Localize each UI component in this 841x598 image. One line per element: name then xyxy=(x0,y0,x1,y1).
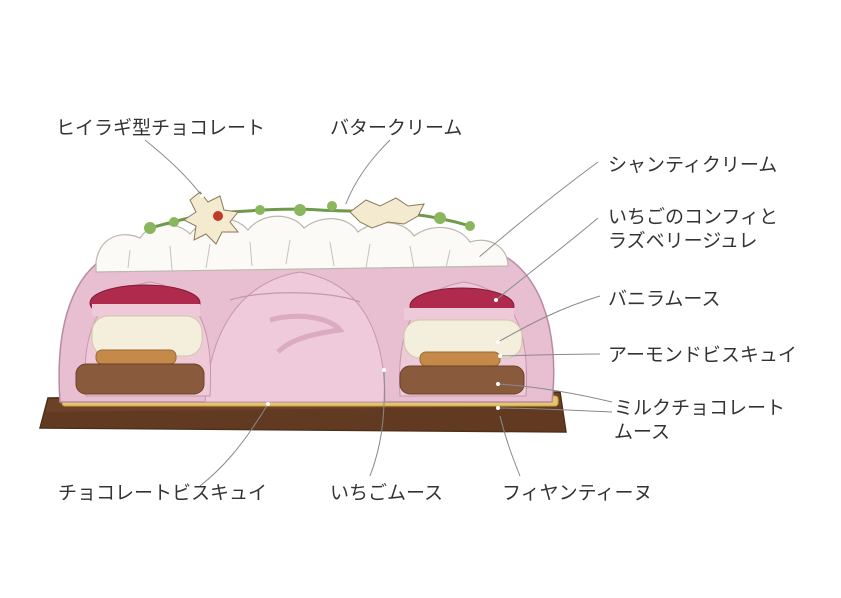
label-feuilletine: フィヤンティーヌ xyxy=(502,478,652,505)
label-milk-chocolate-mousse: ミルクチョコレート ムース xyxy=(614,396,785,444)
right-cross-section xyxy=(399,282,526,396)
left-milk-choco-mousse xyxy=(76,364,204,394)
label-almond-biscuit: アーモンドビスキュイ xyxy=(608,340,797,367)
label-chantilly-cream: シャンティクリーム xyxy=(608,150,777,177)
label-strawberry-mousse: いちごムース xyxy=(330,478,443,505)
label-milk-chocolate-mousse-line1: ミルクチョコレート xyxy=(614,396,785,420)
label-holly-chocolate: ヒイラギ型チョコレート xyxy=(56,113,265,140)
label-strawberry-confit: いちごのコンフィと ラズベリージュレ xyxy=(608,205,778,253)
left-almond-biscuit xyxy=(96,350,176,364)
label-strawberry-confit-line2: ラズベリージュレ xyxy=(608,229,778,253)
right-almond-biscuit xyxy=(420,352,500,366)
label-vanilla-mousse: バニラムース xyxy=(608,284,720,311)
left-cross-section xyxy=(76,282,211,396)
label-strawberry-confit-line1: いちごのコンフィと xyxy=(608,205,778,229)
right-milk-choco-mousse xyxy=(400,366,524,394)
label-milk-chocolate-mousse-line2: ムース xyxy=(614,420,785,444)
label-chocolate-biscuit: チョコレートビスキュイ xyxy=(58,478,267,505)
label-butter-cream: バタークリーム xyxy=(330,113,462,140)
